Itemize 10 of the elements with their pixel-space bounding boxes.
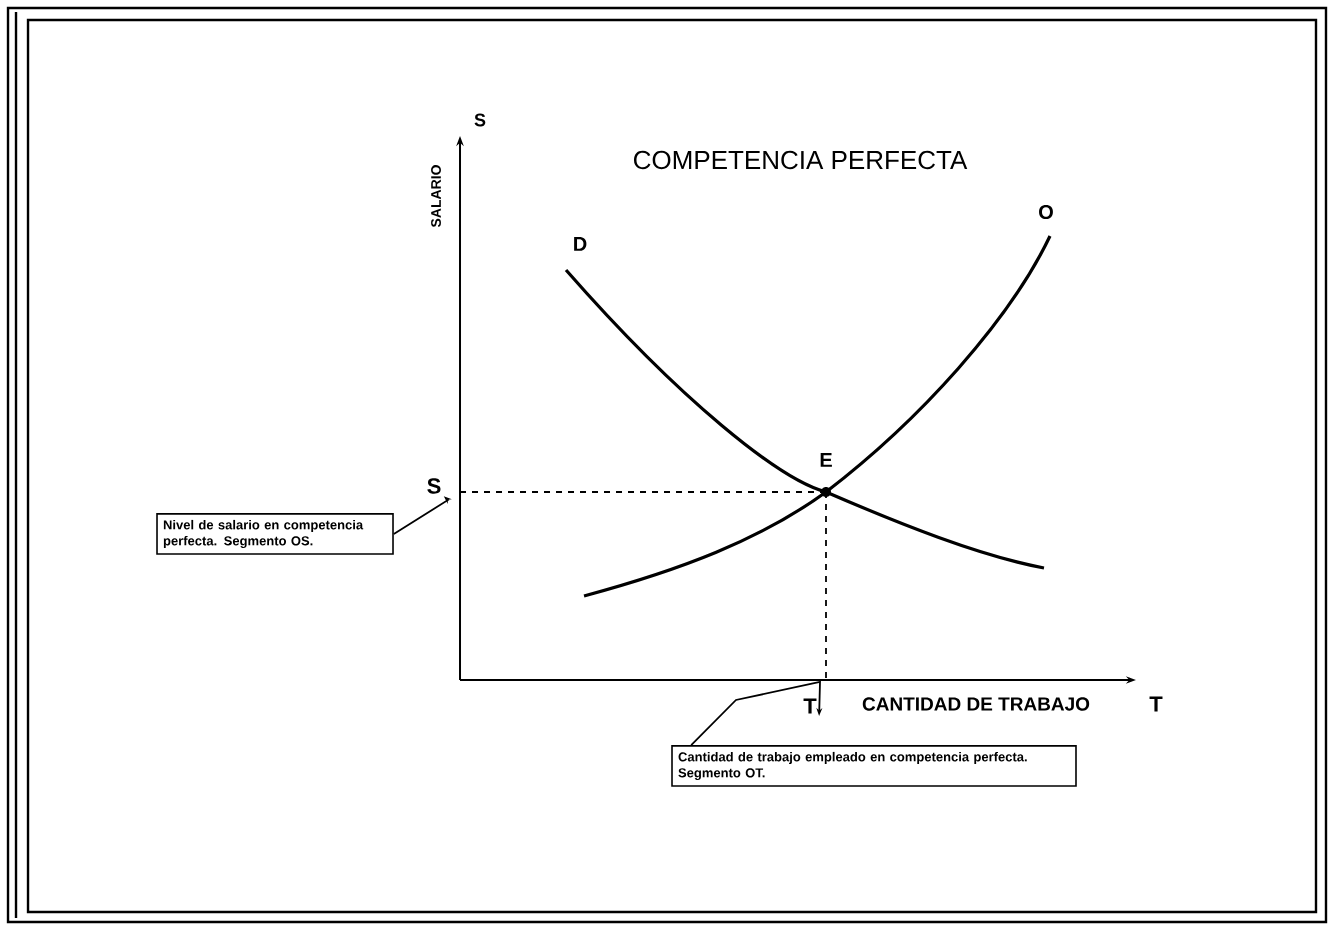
axis-label: CANTIDAD DE TRABAJO	[862, 697, 1090, 711]
chart-title: COMPETENCIA PERFECTA	[634, 150, 968, 170]
axis-label: D	[574, 237, 587, 251]
axis-label: O	[1039, 204, 1053, 220]
axis-label: T	[1149, 696, 1163, 712]
point-label: S	[427, 478, 441, 494]
axis-label: E	[820, 453, 832, 467]
leader-line	[690, 680, 823, 746]
point-label: T	[803, 698, 817, 714]
axis-label: S	[474, 113, 486, 127]
